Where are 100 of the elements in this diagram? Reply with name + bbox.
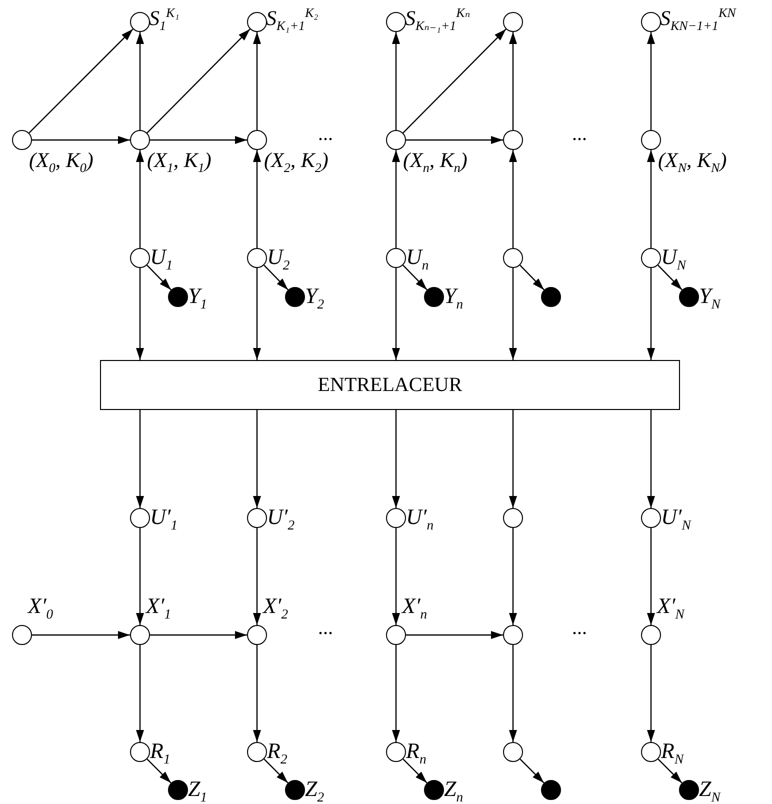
node-circle (386, 248, 406, 268)
filled-node-circle (424, 780, 444, 800)
node-circle (503, 12, 523, 32)
arrow (136, 268, 144, 360)
node-label: Y$_{n}$ (444, 285, 464, 307)
arrow (392, 528, 400, 625)
filled-node-circle (541, 287, 561, 307)
node-circle (386, 508, 406, 528)
arrow (647, 645, 655, 742)
node-label: Z$_{n}$ (444, 778, 464, 800)
node-circle (12, 130, 32, 150)
node-circle (641, 248, 661, 268)
arrow (647, 32, 655, 130)
arrow (146, 264, 172, 290)
node-label: (X$_{1}$, K$_{1}$) (147, 150, 212, 171)
node-circle (130, 625, 150, 645)
node-label: X′$_{n}$ (402, 595, 428, 617)
box-label: ENTRELACEUR (318, 374, 462, 396)
node-circle (247, 742, 267, 762)
arrow (264, 758, 288, 784)
arrow (509, 528, 517, 625)
arrow (253, 32, 261, 130)
ellipsis: ... (572, 124, 587, 144)
node-label: X′$_{0}$ (28, 595, 54, 617)
node-label: U$_{n}$ (406, 246, 429, 268)
node-circle (386, 12, 406, 32)
node-label: (X$_{2}$, K$_{2}$) (264, 150, 328, 171)
node-label: U$_{2}$ (267, 246, 290, 268)
arrow (658, 264, 682, 290)
ellipsis: ... (572, 618, 587, 638)
arrow (32, 136, 130, 144)
filled-node-circle (285, 780, 305, 800)
arrow (146, 758, 172, 784)
node-circle (641, 742, 661, 762)
node-label: U′$_{N}$ (661, 506, 691, 528)
node-label: (X$_{0}$, K$_{0}$) (29, 150, 94, 171)
arrow (402, 28, 506, 134)
arrow (402, 264, 428, 290)
node-circle (503, 508, 523, 528)
arrow (392, 645, 400, 742)
node-label: U′$_{n}$ (406, 506, 434, 528)
arrow (136, 150, 144, 248)
arrow (150, 631, 247, 639)
arrow (509, 268, 517, 360)
filled-node-circle (679, 287, 699, 307)
node-label: X′$_{N}$ (657, 595, 684, 617)
arrow (509, 150, 517, 248)
arrow (406, 136, 503, 144)
arrow (658, 758, 682, 784)
arrow (392, 268, 400, 360)
ellipsis: ... (318, 618, 333, 638)
filled-node-circle (541, 780, 561, 800)
node-label: Y$_{N}$ (699, 285, 720, 307)
node-circle (247, 130, 267, 150)
node-circle (386, 625, 406, 645)
node-circle (503, 742, 523, 762)
node-label: Z$_{1}$ (188, 778, 208, 800)
node-label: X′$_{2}$ (263, 595, 288, 617)
arrow (264, 264, 288, 290)
node-circle (641, 625, 661, 645)
node-label: U$_{1}$ (150, 246, 173, 268)
arrow (136, 32, 144, 130)
arrow (136, 410, 144, 508)
node-circle (130, 130, 150, 150)
node-circle (386, 130, 406, 150)
node-circle (503, 625, 523, 645)
filled-node-circle (168, 287, 188, 307)
node-label: X′$_{1}$ (146, 595, 172, 617)
arrow (253, 645, 261, 742)
arrow (520, 264, 544, 290)
arrow (647, 268, 655, 360)
node-circle (247, 12, 267, 32)
arrow (392, 150, 400, 248)
arrow (253, 150, 261, 248)
arrow (509, 410, 517, 508)
filled-node-circle (168, 780, 188, 800)
arrow (406, 631, 503, 639)
node-circle (641, 130, 661, 150)
node-label: Y$_{1}$ (188, 285, 208, 307)
arrow (136, 645, 144, 742)
node-circle (641, 508, 661, 528)
node-label: R$_{2}$ (267, 740, 288, 762)
node-label: Y$_{2}$ (305, 285, 324, 307)
node-label: R$_{1}$ (150, 740, 170, 762)
arrow (647, 150, 655, 248)
filled-node-circle (679, 780, 699, 800)
arrow (253, 528, 261, 625)
node-circle (130, 248, 150, 268)
arrow (509, 645, 517, 742)
arrow (253, 268, 261, 360)
arrow (647, 528, 655, 625)
node-circle (130, 742, 150, 762)
arrow (150, 136, 247, 144)
node-circle (130, 508, 150, 528)
node-label: U′$_{2}$ (267, 506, 295, 528)
node-circle (386, 742, 406, 762)
node-label: Z$_{2}$ (305, 778, 324, 800)
node-circle (12, 625, 32, 645)
node-label: U′$_{1}$ (150, 506, 178, 528)
node-circle (247, 248, 267, 268)
